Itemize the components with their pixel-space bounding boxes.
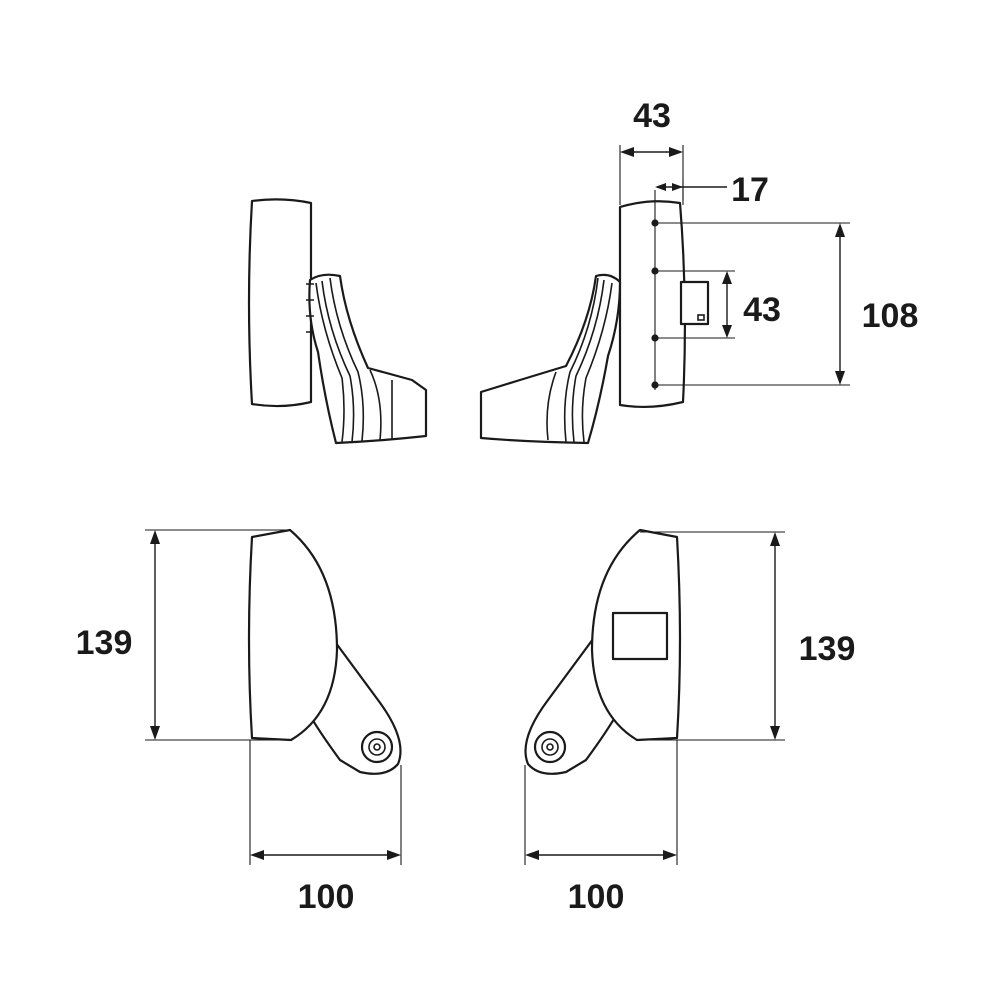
bottom-left-pivot-inner bbox=[368, 738, 386, 756]
dimension-bottom-right-width: 100 bbox=[524, 740, 678, 916]
dimension-height-108: 108 bbox=[655, 222, 919, 386]
bottom-left-pivot-outer bbox=[360, 730, 394, 764]
top-left-neck bbox=[308, 273, 428, 445]
top-right-pad-face bbox=[546, 371, 557, 441]
bottom-right-pivot-inner bbox=[541, 738, 559, 756]
dim-label-17: 17 bbox=[731, 171, 769, 209]
dimension-bottom-left-width: 100 bbox=[249, 740, 402, 916]
top-right-neck-stripes bbox=[563, 277, 613, 443]
dimension-top-width: 43 bbox=[619, 97, 684, 205]
top-left-hinge bbox=[306, 283, 314, 333]
top-right-slot-pin bbox=[697, 314, 705, 321]
dimension-bottom-left-height: 139 bbox=[76, 529, 290, 741]
bottom-left-top-view bbox=[247, 528, 402, 775]
dimension-bottom-right-height: 139 bbox=[637, 531, 856, 741]
dim-label-43-slot: 43 bbox=[743, 291, 781, 329]
top-right-body bbox=[618, 200, 687, 409]
dim-label-139-left: 139 bbox=[76, 624, 133, 662]
bottom-left-body bbox=[247, 528, 339, 742]
dim-label-100-right: 100 bbox=[568, 878, 625, 916]
dim-label-100-left: 100 bbox=[298, 878, 355, 916]
top-right-side-view bbox=[479, 190, 710, 445]
bottom-right-pivot-core bbox=[546, 743, 554, 751]
bottom-left-pivot-core bbox=[373, 743, 381, 751]
dim-label-139-right: 139 bbox=[799, 630, 856, 668]
top-left-pad-face bbox=[369, 369, 393, 441]
bottom-right-top-view bbox=[524, 528, 682, 775]
top-left-body bbox=[247, 198, 313, 408]
top-left-neck-stripes bbox=[315, 277, 365, 443]
bottom-right-window bbox=[611, 611, 669, 661]
dim-label-43-top: 43 bbox=[633, 97, 671, 135]
bottom-right-pivot-outer bbox=[533, 730, 567, 764]
dimension-slot-43: 43 bbox=[655, 270, 781, 339]
top-left-side-view bbox=[247, 198, 428, 445]
dimension-offset: 17 bbox=[655, 171, 769, 209]
top-right-neck bbox=[479, 273, 622, 445]
dim-label-108: 108 bbox=[862, 297, 919, 335]
